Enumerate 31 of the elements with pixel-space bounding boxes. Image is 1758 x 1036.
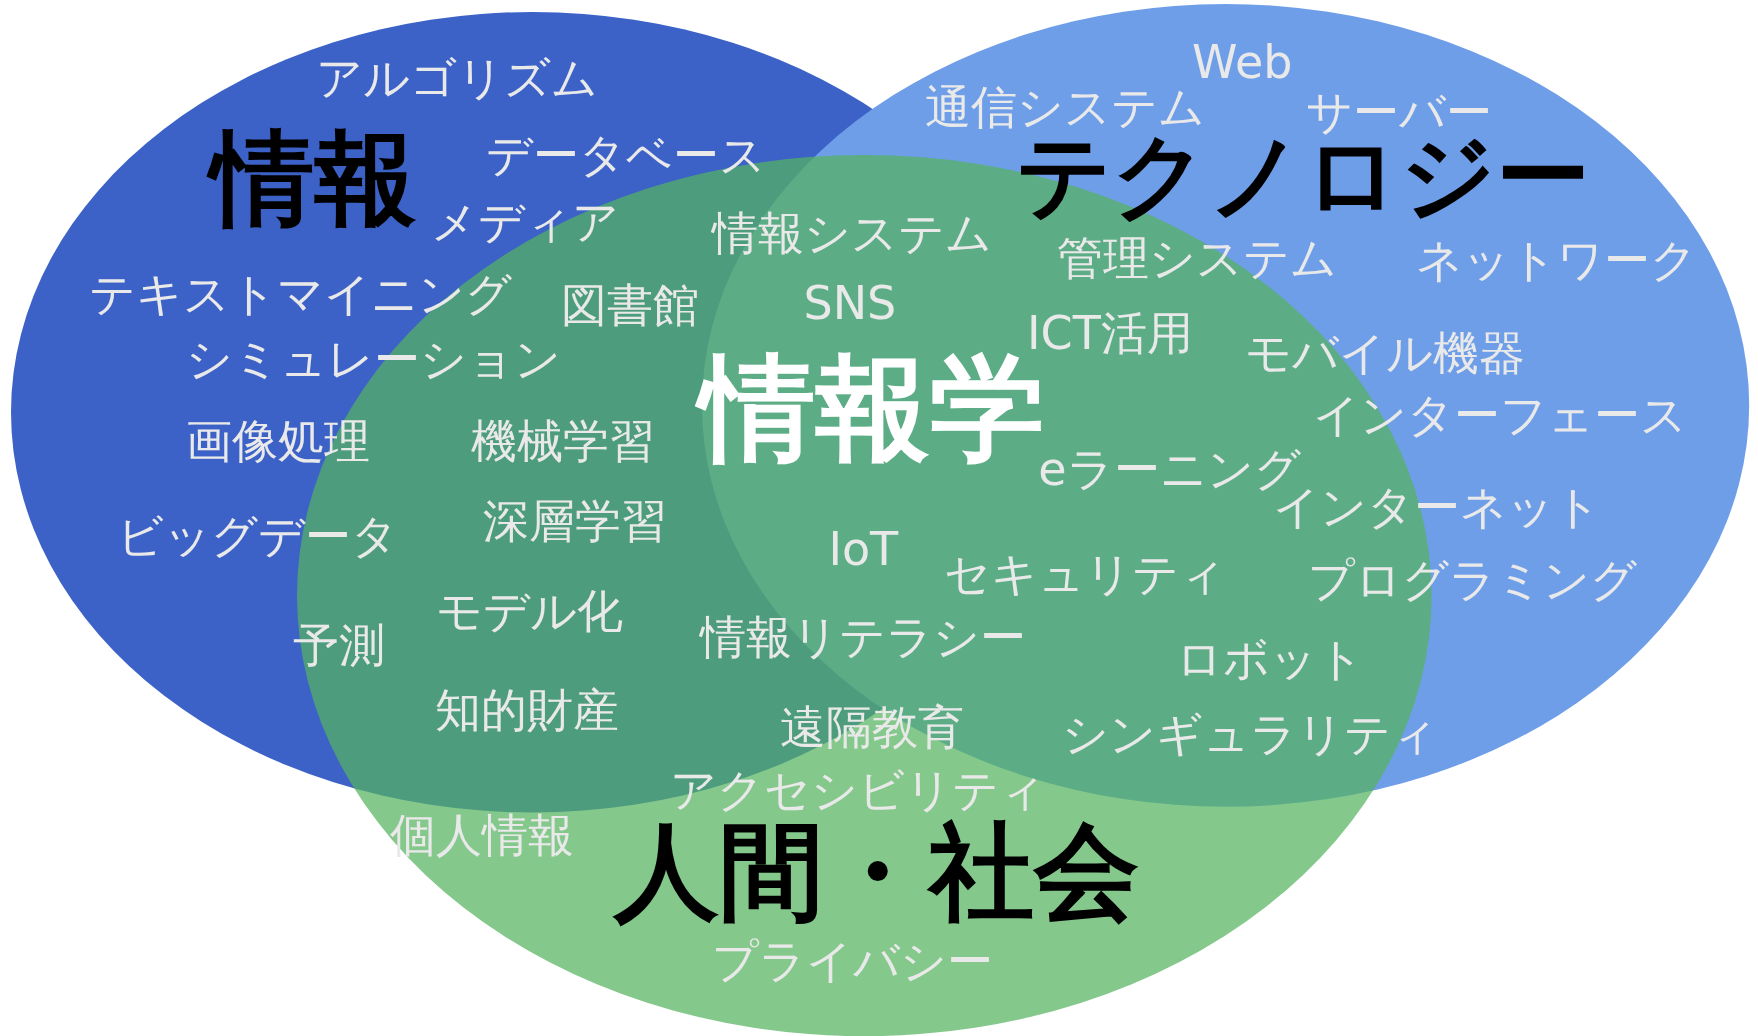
keyword: 情報システム (712, 210, 993, 257)
keyword: セキュリティ (944, 551, 1227, 598)
keyword: 個人情報 (390, 812, 575, 859)
keyword: ビッグデータ (117, 512, 399, 559)
keyword: シンギュラリティ (1062, 711, 1439, 758)
keyword: テキストマイニング (88, 270, 512, 317)
keyword: シミュレーション (185, 335, 561, 382)
keyword: 遠隔教育 (780, 703, 965, 750)
keyword: 知的財産 (434, 686, 619, 733)
keyword: Web (1192, 38, 1293, 85)
keyword: 機械学習 (470, 417, 655, 464)
keyword: メディア (430, 199, 619, 245)
keyword: SNS (803, 279, 897, 326)
keyword: モバイル機器 (1244, 330, 1525, 377)
keyword: ICT活用 (1027, 310, 1193, 356)
keyword: モデル化 (435, 588, 623, 635)
keyword: ロボット (1176, 636, 1365, 683)
keyword: ネットワーク (1415, 237, 1697, 284)
keyword: 画像処理 (186, 417, 371, 464)
keyword: 情報リテラシー (700, 613, 1027, 660)
keyword: 管理システム (1057, 234, 1338, 281)
keyword: 深層学習 (483, 498, 668, 545)
keyword: プライバシー (711, 937, 993, 984)
keyword: IoT (828, 526, 899, 573)
heading: 人間・社会 (614, 819, 1140, 925)
keyword: 通信システム (925, 83, 1206, 130)
keyword: 予測 (292, 621, 385, 668)
keyword: データベース (485, 131, 766, 178)
keyword: 図書館 (561, 281, 700, 328)
keyword: アルゴリズム (316, 55, 599, 102)
keyword: アクセシビリティ (669, 767, 1046, 814)
